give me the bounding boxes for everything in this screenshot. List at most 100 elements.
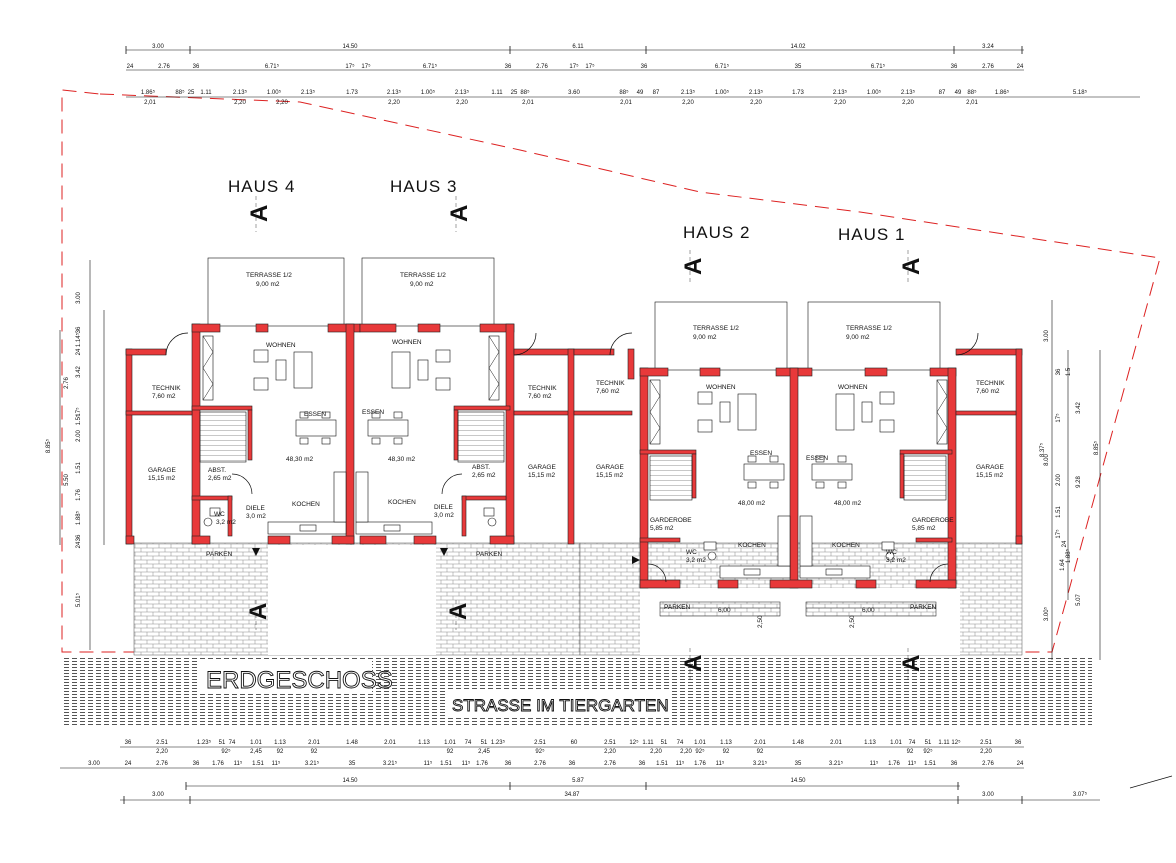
dimension-label: 35 [795, 761, 802, 767]
dimension-label: 1.13 [274, 740, 286, 746]
dimension-label: 17⁵ [345, 63, 355, 70]
dimension-label: 36 [641, 64, 648, 70]
room-technik-area: 7,60 m2 [152, 393, 176, 400]
dimension-label: 2.01 [754, 740, 766, 746]
dimension-label: 92 [311, 749, 318, 755]
dimension-label: 11⁵ [870, 760, 879, 767]
room-technik-area: 7,60 m2 [596, 388, 620, 395]
dimension-label: 2.01 [308, 740, 320, 746]
dimension-label: 34.87 [564, 792, 580, 798]
dimension-label: 1.86⁵ [995, 89, 1010, 96]
parken-label: PARKEN [664, 604, 691, 611]
dimension-label: 5.07 [1076, 594, 1082, 606]
dimension-label: 24 [76, 541, 82, 548]
dimension-label: 1.5⁵ [75, 414, 82, 425]
room-wc: WC [886, 549, 897, 556]
dimension-label: 74 [677, 740, 684, 746]
dimension-label: 88⁵ [520, 89, 530, 96]
dimension-label: 1.11 [491, 90, 503, 96]
dimension-label: 2.00 [76, 430, 82, 442]
dimension-label: 2.13⁵ [749, 89, 764, 96]
dimension-label: 1.76 [888, 761, 900, 767]
dimension-label: 92 [757, 749, 764, 755]
dimension-label: 2,01 [966, 100, 978, 106]
stairs [199, 411, 947, 501]
dimension-label: 24 [127, 64, 134, 70]
dimension-label: 17⁵ [75, 407, 82, 417]
dimension-label: 92 [723, 749, 730, 755]
dimension-label: 1.00⁵ [267, 89, 282, 96]
room-abst-area: 2,65 m2 [472, 472, 496, 479]
dimension-label: 36 [76, 326, 82, 333]
haus-1-label: HAUS 1 [838, 225, 905, 244]
dimension-label: 3.00 [76, 292, 82, 304]
dimension-label: 3.42 [76, 366, 82, 378]
dimension-label: 3.00 [152, 792, 164, 798]
dimension-label: 14.02 [790, 44, 806, 50]
dimension-label: 17⁵ [585, 63, 595, 70]
dimension-label: 1.00⁵ [867, 89, 882, 96]
dimension-label: 2.13⁵ [455, 89, 470, 96]
room-kochen: KOCHEN [832, 542, 860, 549]
terrasse-area: 9,00 m2 [693, 334, 717, 341]
dimension-label: 1.73 [792, 90, 804, 96]
dimension-label: 3.00 [88, 761, 100, 767]
room-wc-area: 3,2 m2 [686, 557, 706, 564]
dimension-label: 92 [447, 749, 454, 755]
dimension-label: 3.21⁵ [383, 760, 398, 767]
room-area: 48,00 m2 [834, 500, 861, 507]
dimension-label: 36 [193, 761, 200, 767]
dimension-label: 1.23⁵ [197, 739, 212, 746]
dimension-label: 12⁵ [629, 739, 639, 746]
dimension-label: 74 [909, 740, 916, 746]
east-block-walls [639, 348, 1023, 589]
dimension-label: 36 [76, 534, 82, 541]
dimension-label: 5.87 [572, 778, 584, 784]
dimension-label: 2.13⁵ [681, 89, 696, 96]
section-marker-a: A [680, 655, 707, 672]
dimension-label: 3.21⁵ [305, 760, 320, 767]
dimension-label: 36 [1056, 368, 1062, 375]
dimension-label: 11⁵ [462, 760, 471, 767]
parken-label: PARKEN [910, 604, 937, 611]
dimension-label: 6.71⁵ [715, 63, 730, 70]
dimension-label: 2,20 [234, 100, 246, 106]
parken-label: PARKEN [476, 551, 503, 558]
property-boundary [61, 89, 1161, 653]
room-garage-area: 15,15 m2 [596, 472, 623, 479]
dimension-label: 49 [637, 90, 644, 96]
dimension-label: 3.21⁵ [829, 760, 844, 767]
dimension-label: 1.51 [924, 761, 936, 767]
room-essen: ESSEN [304, 411, 326, 418]
dimension-label: 2,01 [620, 100, 632, 106]
dimension-label: 2.13⁵ [387, 89, 402, 96]
room-kochen: KOCHEN [388, 499, 416, 506]
dimension-label: 1.01 [890, 740, 902, 746]
dimension-label: 11⁵ [676, 760, 685, 767]
dimension-label: 2,45 [250, 749, 262, 755]
dimension-label: 1.23⁵ [491, 739, 506, 746]
dimension-label: 88⁵ [967, 89, 977, 96]
dimension-label: 2,20 [980, 749, 992, 755]
section-markers [255, 196, 909, 680]
section-marker-a: A [445, 603, 472, 620]
room-wc-area: 3,2 m2 [216, 519, 236, 526]
room-wc-area: 3,2 m2 [886, 557, 906, 564]
dimension-label: 17⁵ [569, 63, 579, 70]
parken-length: 6,00 [862, 607, 875, 614]
parking-spaces [659, 601, 937, 617]
dimension-label: 1.76 [212, 761, 224, 767]
dimension-label: 25 [511, 90, 518, 96]
dimension-label: 17⁵ [361, 63, 371, 70]
terrasse-label: TERRASSE 1/2 [846, 325, 892, 332]
dimension-label: 11⁵ [272, 760, 281, 767]
dimension-label: 1.11 [938, 740, 950, 746]
dimension-label: 92 [907, 749, 914, 755]
room-wc: WC [214, 511, 225, 518]
room-wc: WC [686, 549, 697, 556]
dimension-label: 14.50 [790, 778, 806, 784]
